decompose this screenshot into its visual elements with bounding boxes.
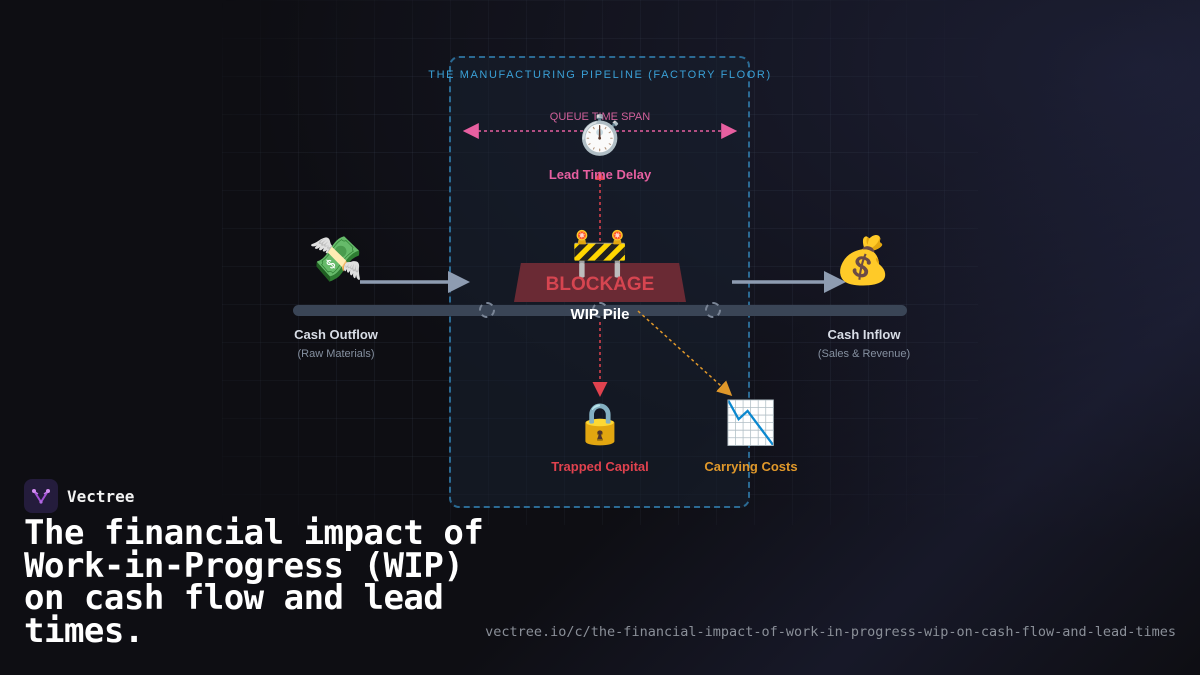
- outflow-arrow-head: [448, 271, 470, 293]
- wip-pile-label: WIP Pile: [570, 306, 630, 323]
- trapped-capital-label: Trapped Capital: [551, 459, 649, 474]
- headline: The financial impact of Work-in-Progress…: [24, 513, 484, 651]
- money-with-wings-icon: 💸: [308, 234, 364, 285]
- chart-decreasing-icon: 📉: [724, 398, 778, 447]
- gear-icon: [705, 302, 721, 318]
- cash-inflow-label: Cash Inflow: [827, 327, 901, 342]
- queue-span-label: QUEUE TIME SPAN: [549, 111, 651, 123]
- blockage-label: BLOCKAGE: [545, 274, 655, 295]
- money-bag-icon: 💰: [834, 233, 892, 287]
- construction-barrier-icon: 🚧: [571, 225, 629, 279]
- brand: Vectree: [24, 479, 134, 513]
- gear-icon: [592, 302, 608, 318]
- blockage-banner: [514, 263, 686, 302]
- carrying-costs-label: Carrying Costs: [704, 459, 798, 474]
- cash-outflow-label: Cash Outflow: [294, 327, 378, 342]
- lead-time-connector-head: [595, 171, 605, 180]
- lock-icon: 🔒: [575, 401, 625, 447]
- cash-inflow-sub: (Sales & Revenue): [817, 348, 911, 360]
- gear-icon: [479, 302, 495, 318]
- lead-time-label: Lead Time Delay: [548, 167, 652, 182]
- pipeline-title: THE MANUFACTURING PIPELINE (FACTORY FLOO…: [428, 69, 772, 81]
- inflow-arrow-head: [824, 271, 846, 293]
- stopwatch-icon: ⏱️: [576, 113, 624, 157]
- brand-name: Vectree: [67, 486, 135, 506]
- vectree-logo-icon: [24, 479, 58, 513]
- cash-outflow-sub: (Raw Materials): [297, 348, 375, 360]
- carrying-costs-connector: [637, 310, 733, 397]
- source-url[interactable]: vectree.io/c/the-financial-impact-of-wor…: [485, 624, 1176, 640]
